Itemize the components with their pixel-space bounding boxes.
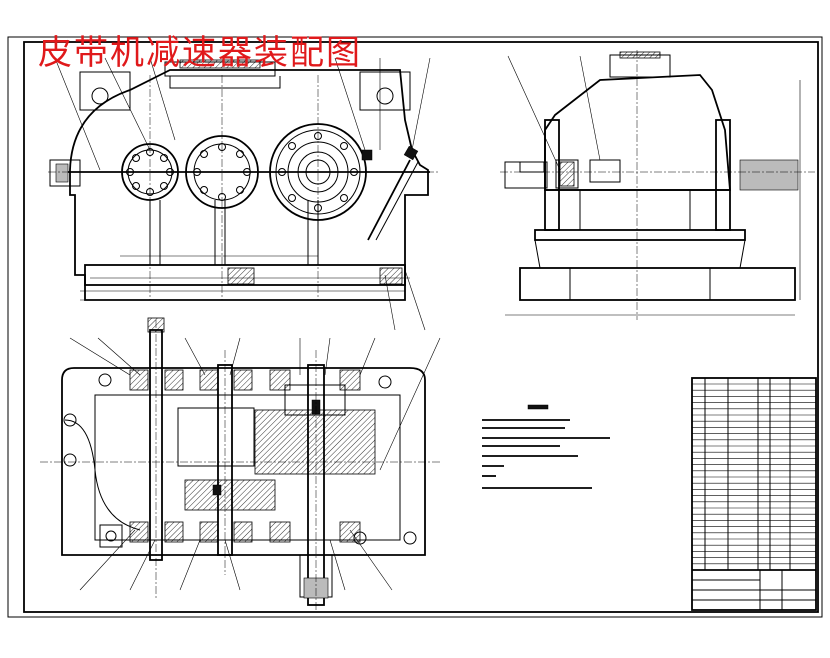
drawing-title: 皮带机减速器装配图 xyxy=(38,33,362,73)
side-view xyxy=(500,50,815,320)
parts-list-table xyxy=(691,377,817,611)
top-view xyxy=(40,317,441,610)
inner-frame xyxy=(23,41,819,613)
technical-notes xyxy=(482,404,610,489)
bolt-holes xyxy=(126,132,358,212)
outer-frame xyxy=(7,36,823,618)
front-view xyxy=(48,57,440,331)
